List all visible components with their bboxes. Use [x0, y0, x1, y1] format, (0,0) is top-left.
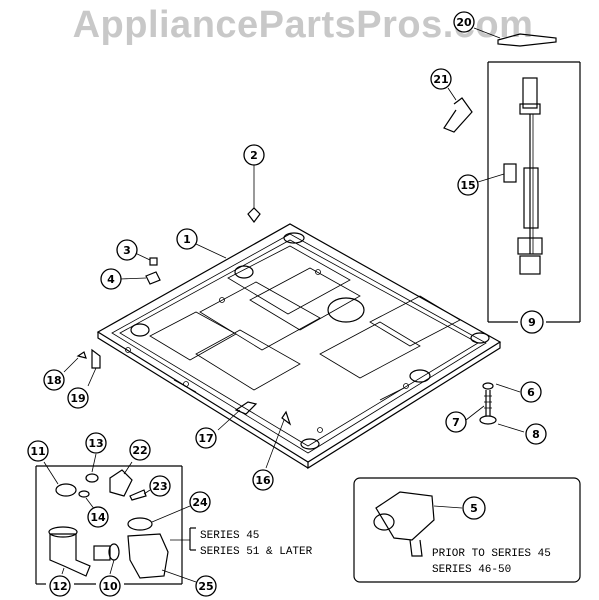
svg-text:14: 14: [90, 511, 106, 524]
svg-text:16: 16: [255, 474, 271, 487]
svg-text:18: 18: [46, 374, 61, 387]
svg-text:12: 12: [52, 580, 67, 593]
prior-note-line1: PRIOR TO SERIES 45: [432, 548, 551, 560]
callout-13: 13: [85, 432, 107, 454]
callout-22: 22: [129, 439, 151, 461]
svg-text:23: 23: [152, 480, 167, 493]
svg-text:3: 3: [123, 244, 131, 257]
svg-text:10: 10: [102, 580, 118, 593]
pump-assembly-box: [35, 453, 197, 585]
callout-12: 12: [49, 575, 71, 597]
callout-20: 20: [453, 11, 475, 33]
callout-8: 8: [525, 423, 547, 445]
svg-text:17: 17: [198, 432, 213, 445]
svg-text:6: 6: [527, 386, 535, 399]
callout-23: 23: [149, 475, 171, 497]
fastener-parts: [63, 348, 101, 387]
callout-17: 17: [195, 427, 217, 449]
svg-text:13: 13: [88, 437, 103, 450]
callout-15: 15: [457, 174, 479, 196]
svg-text:9: 9: [528, 316, 536, 329]
callout-24: 24: [189, 491, 211, 513]
callout-1: 1: [176, 228, 198, 250]
svg-text:20: 20: [456, 16, 472, 29]
svg-text:1: 1: [183, 233, 191, 246]
callout-16: 16: [252, 469, 274, 491]
callout-5: 5: [462, 496, 486, 520]
prior-note-line2: SERIES 46-50: [432, 564, 511, 576]
callout-6: 6: [520, 381, 542, 403]
base-panel: [96, 223, 502, 470]
leveling-leg: [465, 382, 525, 433]
prior-pump-box: [353, 477, 581, 583]
series-note-line2: SERIES 51 & LATER: [200, 546, 313, 558]
svg-text:5: 5: [470, 502, 478, 515]
callout-25: 25: [195, 575, 217, 597]
callout-9: 9: [520, 310, 544, 334]
svg-text:22: 22: [132, 444, 147, 457]
callout-7: 7: [445, 411, 467, 433]
svg-text:25: 25: [198, 580, 213, 593]
callout-21: 21: [430, 68, 452, 90]
callout-3: 3: [116, 239, 138, 261]
clip-part: [247, 165, 261, 223]
svg-text:7: 7: [452, 416, 460, 429]
cap-part: [473, 27, 557, 47]
svg-text:11: 11: [30, 445, 45, 458]
svg-text:15: 15: [460, 179, 475, 192]
callout-2: 2: [243, 144, 265, 166]
callout-14: 14: [87, 506, 109, 528]
svg-text:24: 24: [192, 496, 208, 509]
callout-18: 18: [43, 369, 65, 391]
suspension-assembly-box: [443, 61, 581, 323]
svg-text:4: 4: [107, 273, 115, 286]
callout-19: 19: [67, 387, 89, 409]
callout-4: 4: [100, 268, 122, 290]
svg-text:2: 2: [250, 149, 258, 162]
series-note-line1: SERIES 45: [200, 530, 259, 542]
callout-11: 11: [27, 440, 49, 462]
bracket-parts: [217, 401, 292, 469]
svg-text:19: 19: [70, 392, 85, 405]
svg-text:21: 21: [433, 73, 448, 86]
callout-10: 10: [99, 575, 121, 597]
svg-text:8: 8: [532, 428, 540, 441]
